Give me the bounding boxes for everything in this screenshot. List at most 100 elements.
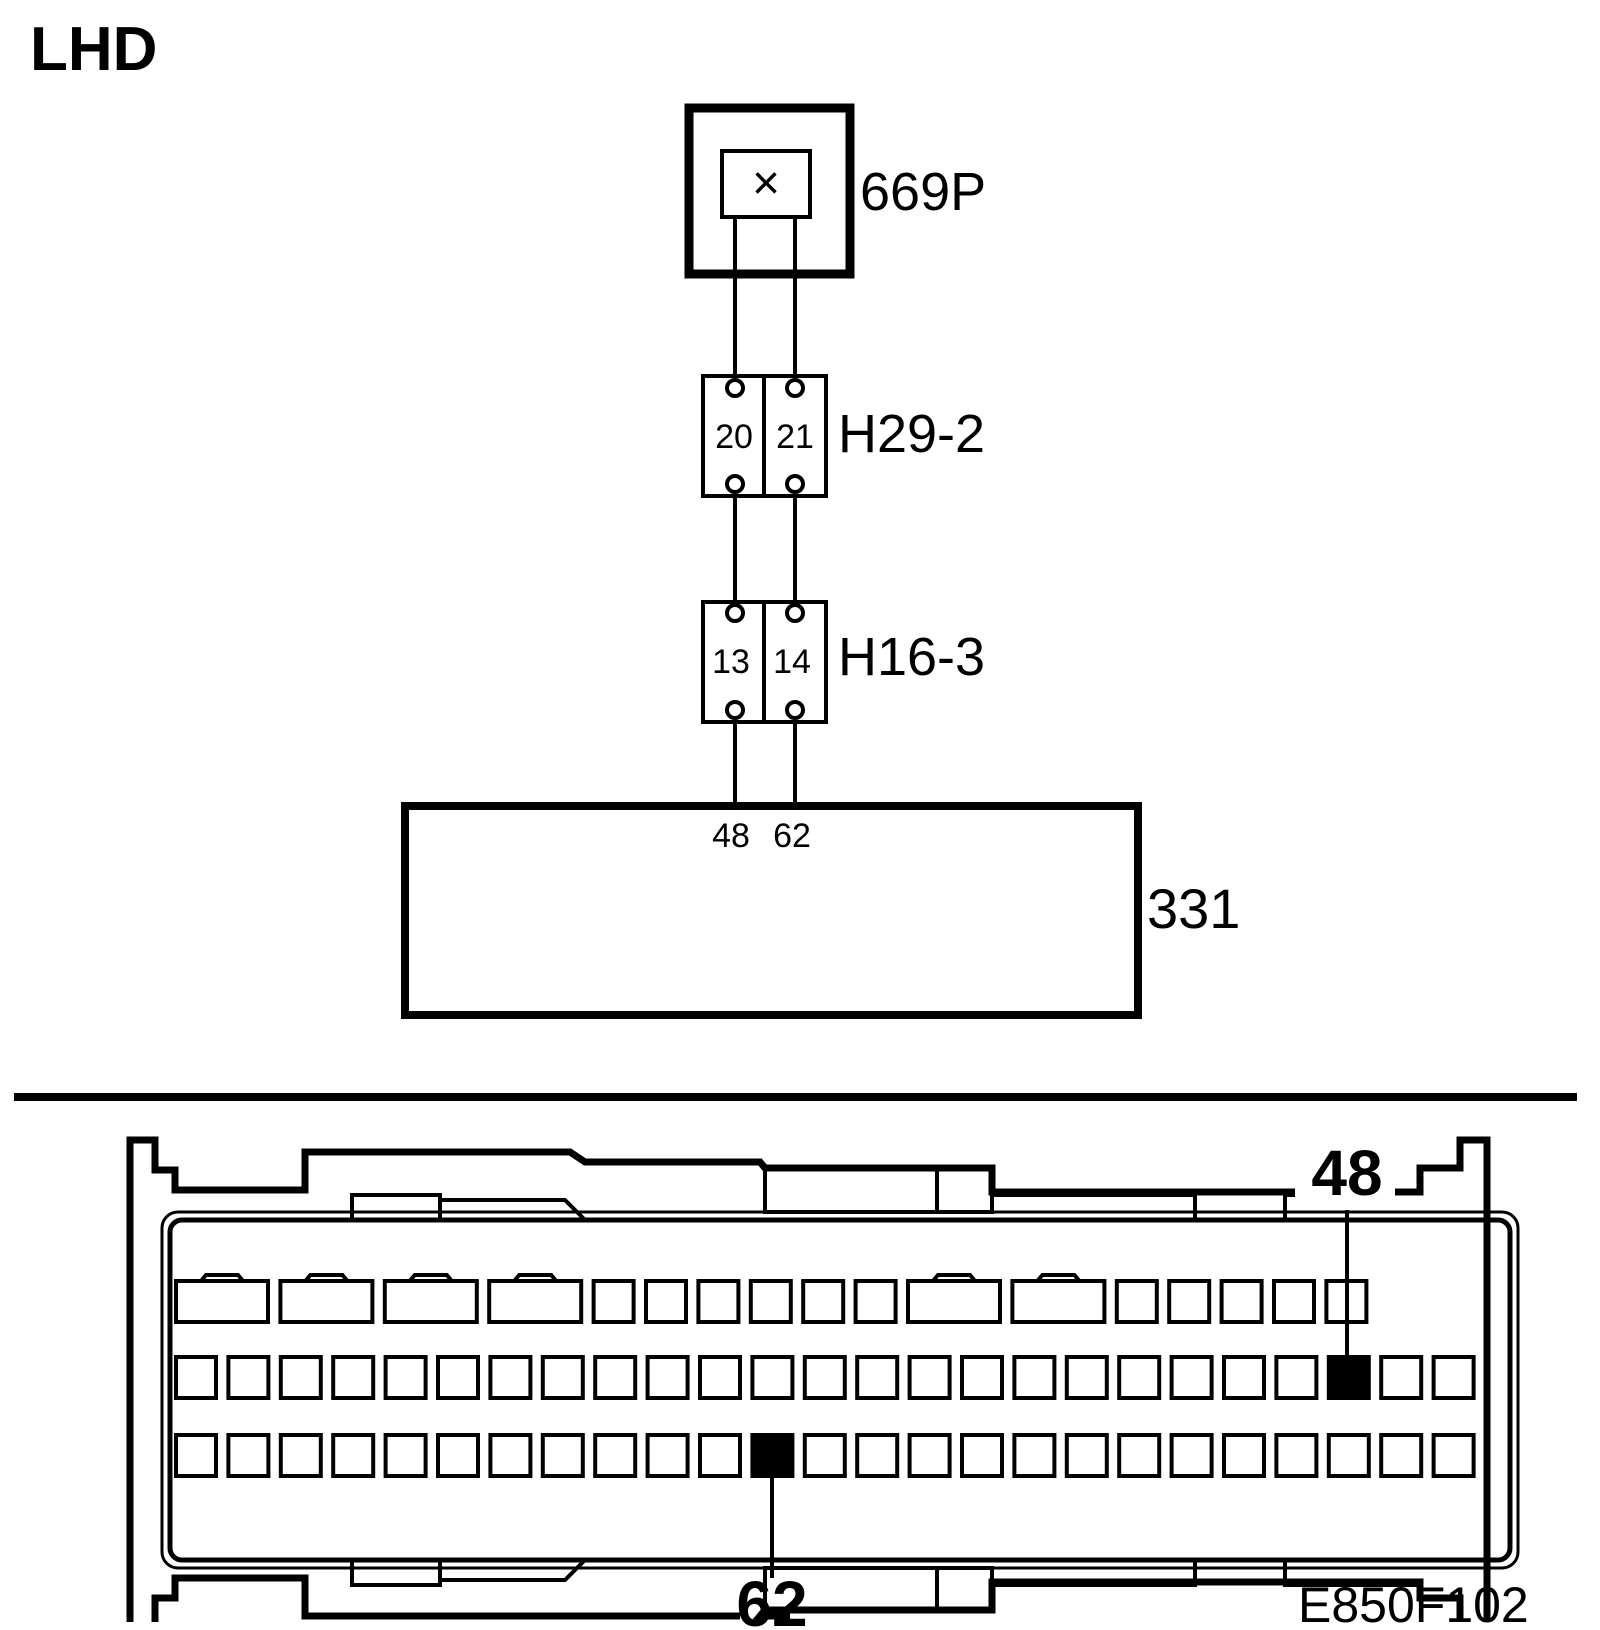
pin-cavity: [1222, 1355, 1266, 1400]
h29-pin-dot: [785, 378, 805, 398]
pin-cavity: [1431, 1355, 1476, 1400]
pin-cavity-key: [512, 1273, 558, 1283]
h16-pin-dot: [725, 603, 745, 623]
pin-cavity: [1219, 1279, 1264, 1324]
pin-cavity: [1379, 1433, 1424, 1478]
pin-cavity: [1064, 1433, 1109, 1478]
pin-cavity: [436, 1433, 480, 1478]
pin-cavity: [1169, 1355, 1214, 1400]
pin-cavity: [698, 1355, 742, 1400]
pin-cavity: [1012, 1433, 1057, 1478]
top-rail: [1283, 1193, 1295, 1220]
pin-cavity: [855, 1433, 900, 1478]
pin-cavity: [593, 1355, 638, 1400]
connector-h16-3: 13 14 H16-3: [701, 600, 985, 724]
pin-cavity-key: [931, 1273, 977, 1283]
top-rail: [350, 1193, 442, 1220]
pin-cavity: [748, 1279, 793, 1324]
h16-label: H16-3: [838, 627, 985, 687]
connector-h29-2: 20 21 H29-2: [701, 374, 985, 498]
pin-cavity: [226, 1433, 271, 1478]
pin-cavity: [540, 1355, 585, 1400]
pin-cavity: [487, 1279, 584, 1324]
pin-cavity: [698, 1433, 742, 1478]
pin-cavity: [1431, 1433, 1476, 1478]
pin-cavity: [1010, 1279, 1107, 1324]
pin-cavity: [278, 1433, 323, 1478]
h29-pin-dot: [725, 474, 745, 494]
sensor-669p: × 669P: [684, 103, 986, 279]
pin-cavity: [1222, 1433, 1266, 1478]
top-rail: [992, 1193, 1197, 1220]
pin-cavity: [1169, 1433, 1214, 1478]
bottom-rail: [763, 1566, 994, 1610]
h29-label: H29-2: [838, 404, 985, 464]
pin-cavity: [331, 1355, 376, 1400]
sensor-x-symbol: ×: [752, 157, 780, 210]
pin-cavity: [1117, 1355, 1162, 1400]
pin-cavity: [907, 1433, 952, 1478]
h16-pin-dot: [725, 700, 745, 720]
sensor-label: 669P: [860, 162, 986, 222]
pin-cavity: [853, 1279, 898, 1324]
pin-cavity: [960, 1355, 1004, 1400]
pin-cavity: [696, 1279, 741, 1324]
h29-pin-20: 20: [715, 418, 753, 456]
highlight-pin-62: [752, 1435, 792, 1476]
connector-face-view: [126, 1136, 1520, 1622]
pin-cavity: [1114, 1279, 1159, 1324]
pin-cavity: [645, 1433, 690, 1478]
pin-cavity: [278, 1279, 375, 1324]
h29-pin-21: 21: [776, 418, 814, 456]
pin-cavity: [591, 1279, 636, 1324]
module-label: 331: [1147, 877, 1240, 940]
pin-cavity: [802, 1433, 847, 1478]
pin-cavity: [1064, 1355, 1109, 1400]
pin-cavity: [907, 1355, 952, 1400]
pin-cavity: [960, 1433, 1004, 1478]
pin-cavity: [488, 1433, 533, 1478]
pin-cavity-key: [199, 1273, 245, 1283]
pin-cavity: [750, 1355, 795, 1400]
pin-cavity: [226, 1355, 271, 1400]
callout-label-62: 62: [736, 1568, 807, 1630]
pin-cavity: [1117, 1433, 1162, 1478]
pin-cavity: [906, 1279, 1002, 1324]
bottom-rail: [350, 1560, 442, 1587]
highlight-pin-48: [1328, 1357, 1368, 1398]
housing-inner-body: [167, 1217, 1513, 1563]
pin-cavity: [801, 1279, 846, 1324]
pin-cavity: [174, 1279, 270, 1324]
pin-cavity: [1326, 1433, 1371, 1478]
pin-cavity: [1274, 1355, 1319, 1400]
pin-cavity: [855, 1355, 900, 1400]
pin-cavity: [331, 1433, 376, 1478]
pin-cavity: [383, 1433, 428, 1478]
pin-cavity: [436, 1355, 480, 1400]
pin-callouts: 48 62: [736, 1137, 1382, 1630]
top-rail: [763, 1168, 994, 1214]
pin-cavity: [1167, 1279, 1212, 1324]
h16-pin-dot: [785, 603, 805, 623]
housing-outline-top-right: [1395, 1136, 1491, 1622]
h29-pin-dot: [725, 378, 745, 398]
sensor-inner-box: [720, 149, 812, 219]
wires: [733, 217, 797, 806]
pin-cavity-key: [303, 1273, 349, 1283]
pin-cavity: [1379, 1355, 1424, 1400]
module-331: 48 62 331: [401, 802, 1240, 1019]
pin-cavity: [1274, 1433, 1319, 1478]
pin-cavity: [174, 1433, 218, 1478]
h16-pin-dot: [785, 700, 805, 720]
housing-outline-bottom: [151, 1574, 740, 1622]
pin-cavity-key: [1035, 1273, 1081, 1283]
pin-cavity: [1012, 1355, 1057, 1400]
module-pin-48: 48: [712, 817, 750, 855]
bottom-rail: [1283, 1560, 1420, 1587]
bottom-rail: [438, 1558, 587, 1582]
housing-outline-top: [126, 1136, 1295, 1622]
top-rail: [438, 1198, 587, 1222]
module-pin-62: 62: [773, 817, 811, 855]
h16-pin-13: 13: [712, 643, 750, 681]
